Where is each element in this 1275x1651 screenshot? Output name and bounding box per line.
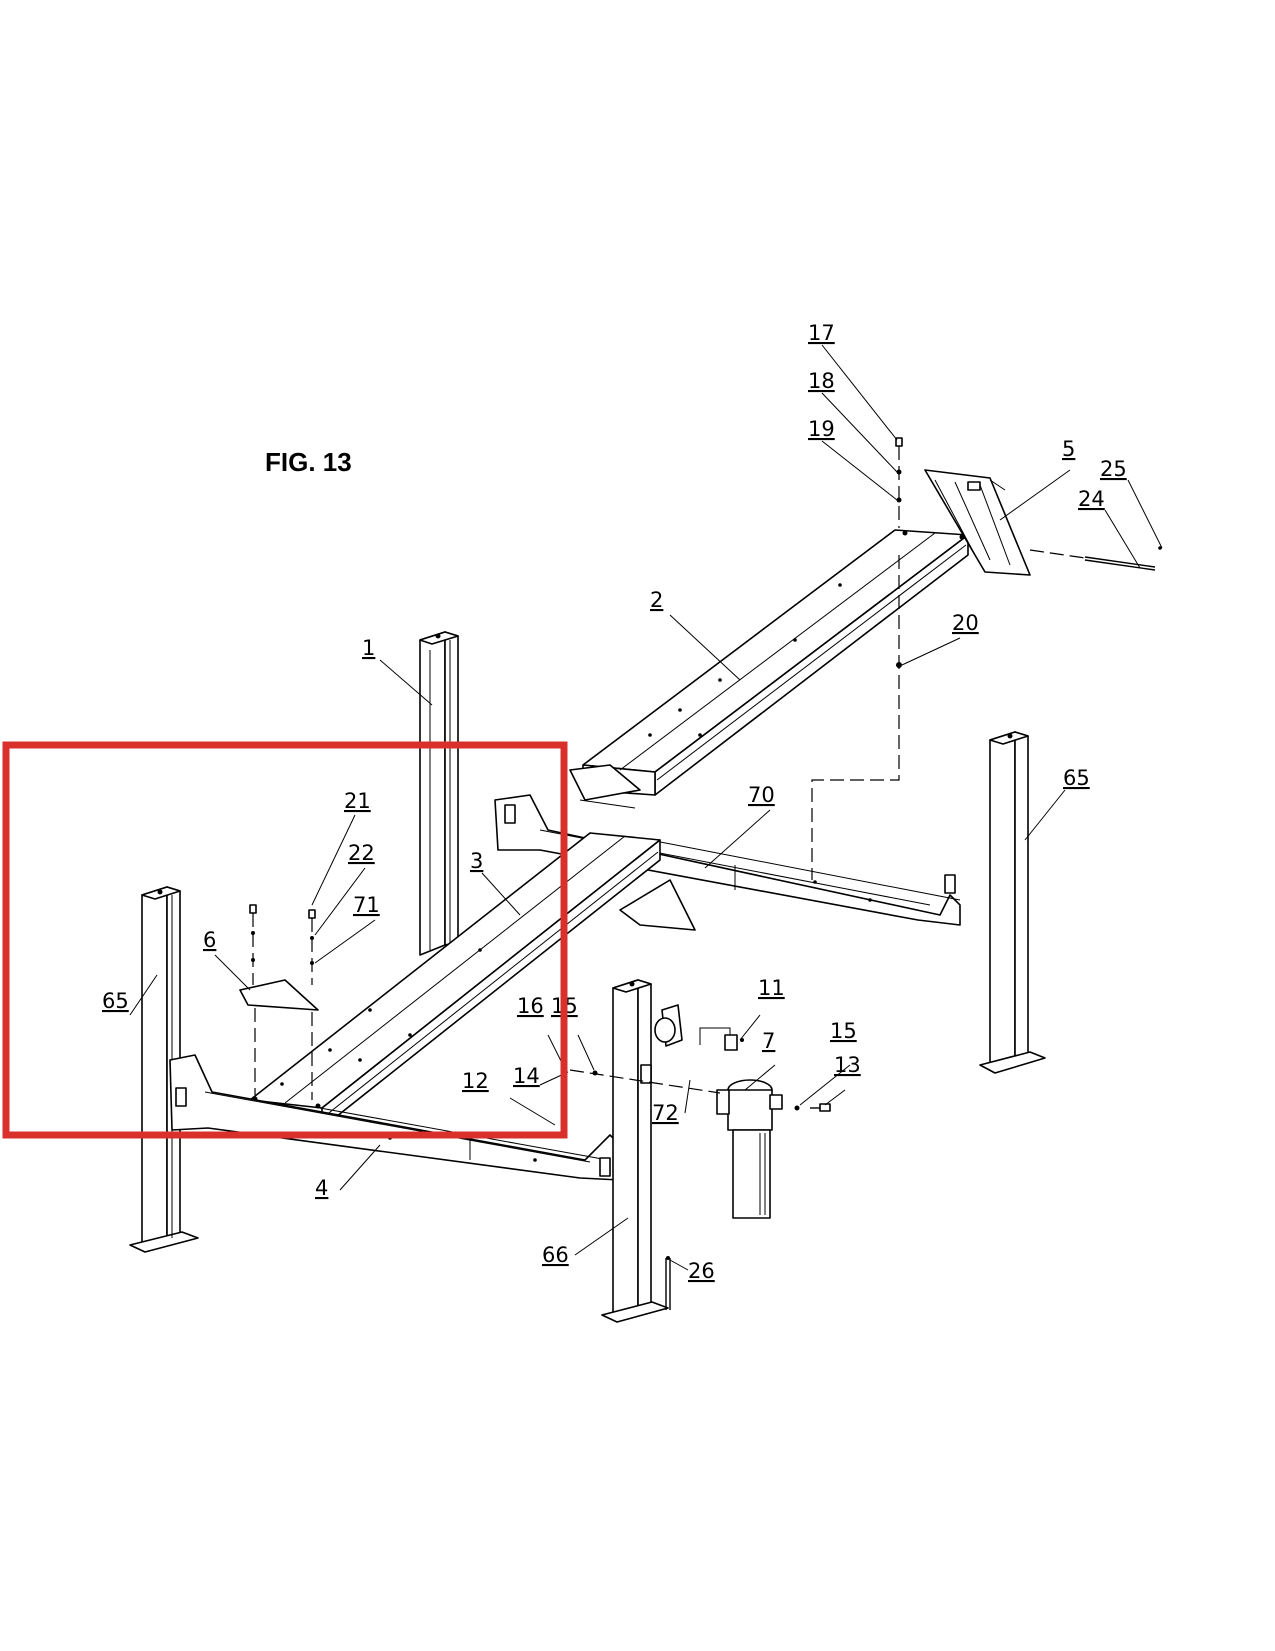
callout-24: 24 — [1078, 487, 1105, 511]
ramp-plate — [619, 879, 696, 931]
power-unit-7 — [716, 1079, 783, 1219]
callout-4: 4 — [315, 1176, 328, 1200]
cable-routing-20 — [811, 555, 902, 880]
callout-2: 2 — [650, 588, 663, 612]
leader-lines — [129, 344, 1163, 1271]
callout-65-left: 65 — [102, 989, 129, 1013]
callout-18: 18 — [808, 369, 835, 393]
callout-1: 1 — [362, 636, 375, 660]
callout-7: 7 — [762, 1029, 775, 1053]
cylinder-bracket — [654, 1004, 731, 1047]
callout-5: 5 — [1062, 437, 1075, 461]
post-1 — [419, 631, 459, 956]
callout-6: 6 — [203, 928, 216, 952]
callout-66: 66 — [542, 1243, 569, 1267]
callout-3: 3 — [470, 849, 483, 873]
bolt-stack-21-71 — [249, 904, 316, 985]
callout-14: 14 — [513, 1064, 540, 1088]
callout-71: 71 — [353, 893, 380, 917]
post-65-right — [979, 731, 1046, 1074]
bolt-stack-17-19 — [895, 437, 903, 528]
callout-72: 72 — [652, 1101, 679, 1125]
callout-25: 25 — [1100, 457, 1127, 481]
callout-65-right: 65 — [1063, 766, 1090, 790]
hardware-13-16 — [562, 1065, 831, 1112]
figure-title: FIG. 13 — [265, 447, 352, 477]
callout-19: 19 — [808, 417, 835, 441]
post-65-left — [129, 886, 199, 1253]
callout-15-right: 15 — [830, 1019, 857, 1043]
pin-24 — [1029, 546, 1162, 571]
callout-21: 21 — [344, 789, 371, 813]
callout-11: 11 — [758, 976, 785, 1000]
runway-2 — [582, 529, 969, 796]
callout-22: 22 — [348, 841, 375, 865]
wheel-stop-5 — [924, 469, 1031, 576]
callout-13: 13 — [834, 1053, 861, 1077]
callout-20: 20 — [952, 611, 979, 635]
callout-17: 17 — [808, 321, 835, 345]
crossbeam-4 — [169, 1054, 621, 1181]
callout-12: 12 — [462, 1069, 489, 1093]
ramp-under-runway-2 — [569, 764, 641, 809]
callout-16: 16 — [517, 994, 544, 1018]
callout-70: 70 — [748, 783, 775, 807]
rod-26 — [665, 1256, 671, 1310]
callout-26: 26 — [688, 1259, 715, 1283]
highlight-box — [2, 741, 568, 1139]
ramp-6 — [239, 979, 319, 1100]
runway-3 — [249, 832, 661, 1129]
limit-switch-11 — [724, 1034, 744, 1051]
post-66 — [601, 979, 669, 1323]
